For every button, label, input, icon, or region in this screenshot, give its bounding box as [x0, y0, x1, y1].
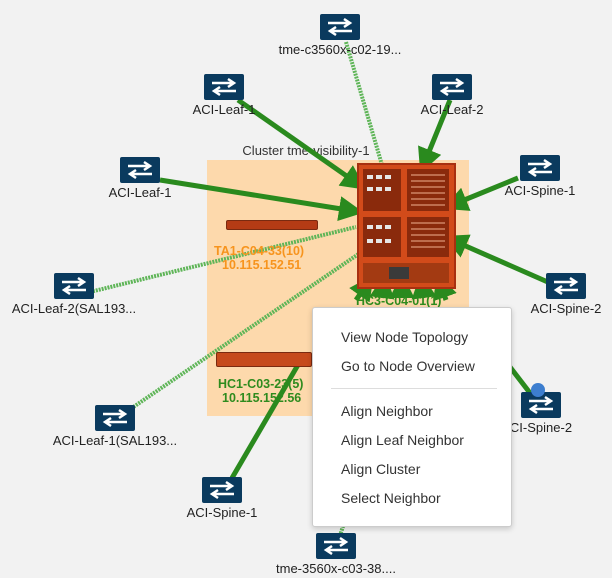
hc1-device[interactable] — [216, 352, 312, 367]
node-tme-3560x-c03[interactable]: tme-3560x-c03-38.... — [266, 533, 406, 576]
node-aci-spine-2-right[interactable]: ACI-Spine-2 — [496, 273, 612, 316]
node-aci-spine-1-bottom[interactable]: ACI-Spine-1 — [152, 477, 292, 520]
link-leaf2-top — [418, 99, 453, 174]
node-aci-spine-1-right[interactable]: ACI-Spine-1 — [470, 155, 610, 198]
menu-select-neighbor[interactable]: Select Neighbor — [341, 490, 441, 506]
node-aci-spine-2-lower[interactable]: CI-Spine-2 — [471, 392, 611, 435]
node-label: CI-Spine-2 — [509, 420, 573, 435]
menu-align-cluster[interactable]: Align Cluster — [341, 461, 421, 477]
switch-icon — [120, 157, 160, 183]
switch-icon — [520, 155, 560, 181]
menu-view-node-topology[interactable]: View Node Topology — [341, 329, 469, 345]
link-leaf1-top — [236, 97, 367, 190]
switch-icon — [432, 74, 472, 100]
node-label: ACI-Leaf-1 — [108, 185, 172, 200]
link-spine2-right — [442, 234, 552, 286]
switch-icon — [521, 392, 561, 418]
ta1-device[interactable] — [226, 220, 318, 230]
context-menu: View Node Topology Go to Node Overview A… — [312, 307, 512, 527]
node-label: ACI-Leaf-1(SAL193... — [52, 433, 178, 448]
node-label: tme-3560x-c03-38.... — [276, 561, 396, 576]
menu-go-to-node-overview[interactable]: Go to Node Overview — [341, 358, 475, 374]
chassis-device[interactable] — [357, 163, 456, 289]
hc1-device-name: HC1-C03-23(5) — [218, 377, 304, 391]
switch-icon — [54, 273, 94, 299]
node-label: ACI-Spine-2 — [530, 301, 602, 316]
ta1-device-ip: 10.115.152.51 — [222, 258, 302, 272]
link-spine1-right — [442, 175, 519, 211]
switch-icon — [202, 477, 242, 503]
link-leaf2-sal — [89, 225, 357, 294]
hc3-device-name: HC3-C04-01(1) — [356, 294, 442, 308]
link-tme-c02 — [344, 41, 384, 166]
menu-align-neighbor[interactable]: Align Neighbor — [341, 403, 433, 419]
switch-icon — [204, 74, 244, 100]
ta1-device-name: TA1-C04-33(10) — [214, 244, 305, 258]
node-label: ACI-Leaf-2(SAL193... — [11, 301, 137, 316]
node-aci-leaf-2-top[interactable]: ACI-Leaf-2 — [382, 74, 522, 117]
node-aci-leaf-2-sal[interactable]: ACI-Leaf-2(SAL193... — [4, 273, 144, 316]
switch-icon — [320, 14, 360, 40]
switch-icon — [316, 533, 356, 559]
link-spine1-bottom — [229, 356, 305, 480]
node-aci-leaf-1-left[interactable]: ACI-Leaf-1 — [70, 157, 210, 200]
node-tme-c3560x-c02[interactable]: tme-c3560x-c02-19... — [270, 14, 410, 57]
node-aci-leaf-1-sal[interactable]: ACI-Leaf-1(SAL193... — [45, 405, 185, 448]
switch-icon — [546, 273, 586, 299]
node-label: ACI-Leaf-2 — [420, 102, 484, 117]
hc1-device-ip: 10.115.152.56 — [222, 391, 302, 405]
node-aci-leaf-1-top[interactable]: ACI-Leaf-1 — [154, 74, 294, 117]
menu-align-leaf-neighbor[interactable]: Align Leaf Neighbor — [341, 432, 464, 448]
menu-separator — [331, 388, 497, 389]
node-label: ACI-Spine-1 — [504, 183, 576, 198]
node-label: ACI-Spine-1 — [186, 505, 258, 520]
link-leaf1-sal — [124, 251, 362, 414]
selection-indicator — [531, 383, 545, 397]
link-leaf1-left — [159, 177, 364, 221]
switch-icon — [95, 405, 135, 431]
link-spine2-lower — [508, 365, 532, 395]
node-label: ACI-Leaf-1 — [192, 102, 256, 117]
node-label: tme-c3560x-c02-19... — [278, 42, 402, 57]
